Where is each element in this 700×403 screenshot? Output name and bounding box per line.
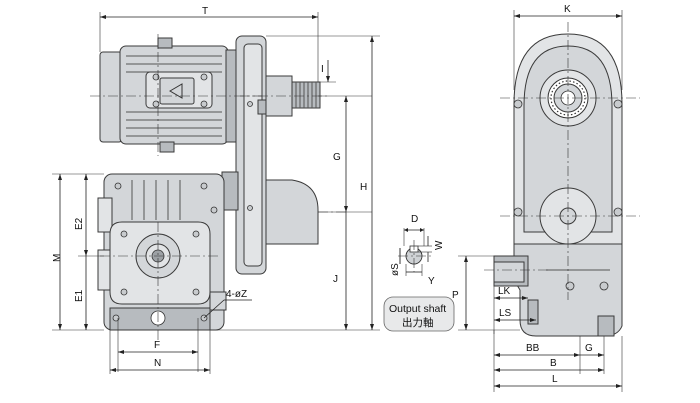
dim-E1-label: E1 — [74, 289, 85, 302]
dim-Y-label: Y — [428, 276, 435, 287]
motor — [99, 37, 237, 153]
dim-G-front-label: G — [333, 152, 341, 163]
output-shaft-detail: D W øS Y Output shaft 出力軸 — [383, 214, 455, 332]
dim-F-label: F — [154, 340, 160, 351]
dim-LK-label: LK — [498, 286, 511, 297]
dim-J-label: J — [333, 274, 338, 285]
dim-I-label: I — [321, 64, 324, 75]
holes-callout: 4-øZ — [226, 289, 247, 300]
dim-H-label: H — [360, 182, 367, 193]
dim-BB-label: BB — [526, 343, 540, 354]
dim-B-label: B — [550, 358, 557, 369]
front-view: T I G H J M E2 — [52, 6, 380, 374]
dim-K-label: K — [564, 4, 571, 15]
dim-D-label: D — [411, 214, 418, 225]
dim-G-side-label: G — [585, 343, 593, 354]
dim-N-label: N — [154, 358, 161, 369]
dim-P-label: P — [452, 290, 459, 301]
side-view: K P LK LS BB G B — [452, 4, 640, 392]
dim-E2-label: E2 — [74, 217, 85, 230]
output-shaft-caption-ja: 出力軸 — [402, 316, 434, 329]
dim-W-label: W — [434, 240, 445, 250]
dim-M-label: M — [52, 254, 63, 262]
output-shaft-caption-en: Output shaft — [389, 303, 446, 315]
dim-S-label: øS — [390, 263, 401, 276]
dim-T-label: T — [202, 6, 208, 17]
dim-LS-label: LS — [499, 308, 512, 319]
transmission-housing — [221, 35, 321, 275]
worm-gearbox — [97, 173, 227, 331]
dim-L-label: L — [552, 374, 558, 385]
